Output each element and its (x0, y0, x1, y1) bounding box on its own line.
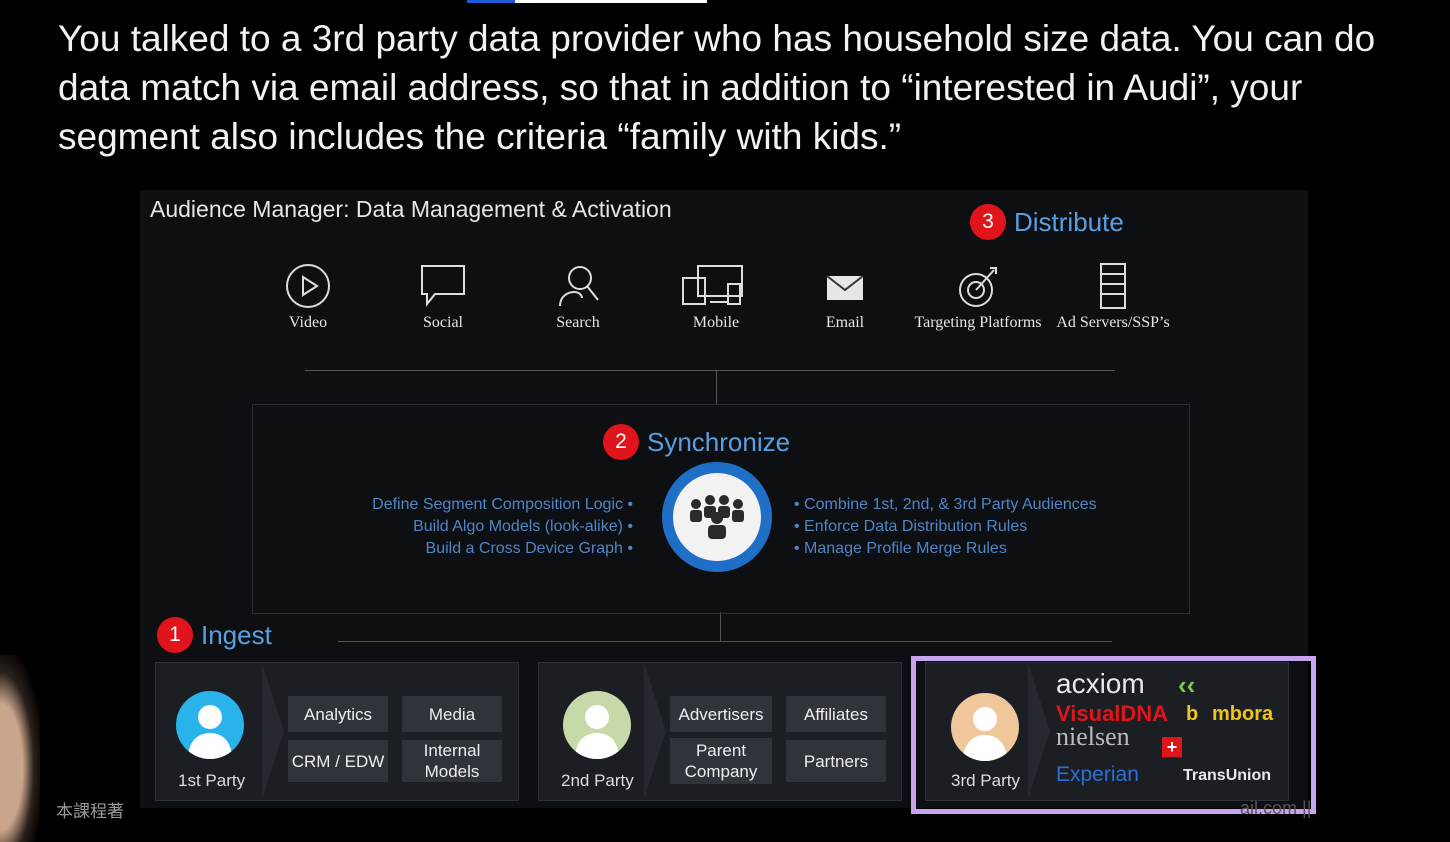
envelope-icon (826, 275, 864, 300)
channel-video: Video (248, 262, 368, 332)
step-label: Ingest (201, 619, 272, 650)
sync-left-item: Build Algo Models (look-alike) • (413, 518, 633, 535)
channel-ad-servers: Ad Servers/SSP’s (1052, 262, 1174, 332)
step-number: 2 (603, 424, 639, 460)
person-icon (963, 707, 1007, 761)
sync-right-item: • Combine 1st, 2nd, & 3rd Party Audience… (794, 496, 1097, 513)
progress-bar (467, 0, 707, 3)
brand-transunion: TransUnion (1183, 767, 1272, 784)
headline: You talked to a 3rd party data provider … (58, 18, 1376, 157)
connector-line (720, 612, 721, 642)
chip-crm-edw: CRM / EDW (288, 740, 388, 782)
search-person-icon (559, 266, 599, 307)
channel-mobile: Mobile (656, 262, 776, 332)
sync-left-item: Define Segment Composition Logic • (372, 496, 633, 513)
brand-experian: Experian (1056, 763, 1139, 786)
chip-analytics: Analytics (288, 696, 388, 732)
sync-right-item: • Enforce Data Distribution Rules (794, 518, 1028, 535)
avatar-second-party (563, 691, 631, 759)
person-icon (188, 705, 232, 759)
chevron-brand-icon: ‹‹ (1178, 670, 1196, 700)
connector-line (338, 641, 1112, 642)
synchronize-box (252, 404, 1190, 614)
avatar-third-party (951, 693, 1019, 761)
step-distribute: 3 Distribute (970, 204, 1124, 240)
chip-advertisers: Advertisers (670, 696, 772, 732)
step-label: Distribute (1014, 206, 1124, 237)
chevron-divider (644, 663, 666, 799)
step-ingest: 1 Ingest (157, 617, 272, 653)
audience-hub (662, 462, 772, 572)
chip-partners: Partners (786, 740, 886, 782)
connector-line (305, 370, 1115, 371)
sync-right-item: • Manage Profile Merge Rules (794, 540, 1007, 557)
connector-line (716, 370, 717, 404)
channel-search: Search (518, 262, 638, 332)
chip-parent-company: Parent Company (670, 738, 772, 784)
channel-social: Social (383, 262, 503, 332)
target-icon (959, 267, 997, 307)
brand-mbora: mbora (1212, 703, 1274, 725)
channel-targeting: Targeting Platforms (905, 262, 1051, 332)
party-label: 3rd Party (951, 771, 1020, 790)
chevron-divider (1028, 663, 1050, 799)
chip-media: Media (402, 696, 502, 732)
devices-icon (682, 265, 743, 305)
channel-label: Mobile (692, 314, 740, 331)
footer-watermark: 本課程著 (56, 802, 124, 821)
step-label: Synchronize (647, 426, 791, 457)
speech-bubble-icon (421, 265, 465, 307)
slide-title: Audience Manager: Data Management & Acti… (150, 196, 672, 222)
step-number: 1 (157, 617, 193, 653)
sync-left-item: Build a Cross Device Graph • (425, 540, 633, 557)
step-number: 3 (970, 204, 1006, 240)
sync-right-list: • Combine 1st, 2nd, & 3rd Party Audience… (794, 494, 1097, 560)
avatar-first-party (176, 691, 244, 759)
chip-affiliates: Affiliates (786, 696, 886, 732)
highlight-box (911, 656, 1316, 814)
step-synchronize: 2 Synchronize (603, 424, 790, 460)
person-icon (575, 705, 619, 759)
brand-nielsen: nielsen (1056, 722, 1130, 751)
sync-left-list: Define Segment Composition Logic • Build… (372, 494, 633, 560)
brand-b: b (1186, 703, 1199, 725)
footer-right-text: ail.com || (1240, 798, 1312, 818)
channel-label: Search (556, 314, 600, 331)
channel-email: Email (785, 262, 905, 332)
presenter-video (0, 655, 40, 842)
video-play-icon (286, 264, 330, 308)
server-icon (1100, 263, 1126, 309)
party-label: 1st Party (178, 771, 246, 790)
channel-label: Targeting Platforms (914, 314, 1042, 331)
channel-label: Ad Servers/SSP’s (1056, 314, 1170, 331)
channel-label: Social (423, 314, 463, 331)
group-people-icon (690, 495, 744, 539)
chevron-divider (262, 663, 284, 799)
brand-acxiom: acxiom (1056, 668, 1145, 699)
channel-label: Video (288, 314, 328, 331)
chip-internal-models: Internal Models (402, 740, 502, 782)
channel-label: Email (825, 314, 865, 331)
plus-icon: + (1162, 737, 1182, 757)
party-label: 2nd Party (561, 771, 634, 790)
brand-visualdna: VisualDNA (1056, 701, 1169, 726)
